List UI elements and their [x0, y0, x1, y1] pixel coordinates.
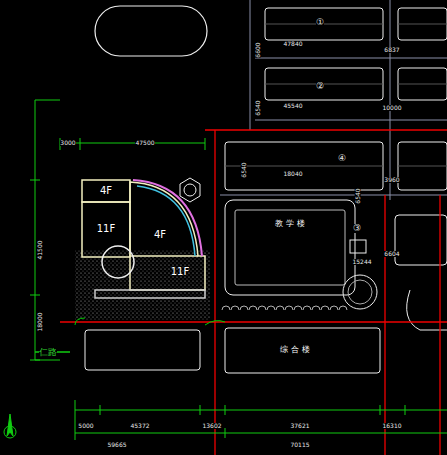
tree-symbol — [267, 306, 275, 310]
tree-symbol — [330, 306, 338, 310]
building-block: 综 合 楼 — [240, 340, 350, 360]
floor-label: 综 合 楼 — [280, 346, 309, 354]
dimension-text: 5000 — [78, 423, 93, 429]
tree-symbol — [321, 306, 329, 310]
tree-symbol — [222, 306, 230, 310]
building-block: 4F — [84, 182, 128, 200]
dimension-text: 70115 — [290, 442, 309, 448]
dimension-text: 18040 — [283, 171, 302, 177]
floor-label: 4F — [100, 186, 112, 196]
dimension-text: 13602 — [202, 423, 221, 429]
dimension-text: 3960 — [384, 177, 399, 183]
dimension-text: 6540 — [241, 162, 247, 177]
dimension-text: 45540 — [283, 103, 302, 109]
callout-number: ① — [316, 18, 324, 27]
dimension-text: 6600 — [255, 42, 261, 57]
callout-number: ④ — [338, 154, 346, 163]
building-block: 教 学 楼 — [240, 214, 340, 234]
dimension-text: 6837 — [384, 47, 399, 53]
dimension-text: 59665 — [107, 442, 126, 448]
dimension-text: 47500 — [135, 140, 154, 146]
callout-number: ② — [316, 82, 324, 91]
floor-label: 教 学 楼 — [275, 220, 304, 228]
tree-symbol — [339, 306, 347, 310]
floor-label: 4F — [154, 230, 166, 240]
floor-label: 11F — [97, 224, 115, 234]
callout-number: ③ — [353, 224, 361, 233]
dimension-text: 45372 — [130, 423, 149, 429]
tree-symbol — [285, 306, 293, 310]
tree-symbol — [294, 306, 302, 310]
tree-symbol — [312, 306, 320, 310]
dimension-text: 47840 — [283, 41, 302, 47]
dimension-text: 16310 — [382, 423, 401, 429]
tree-symbol — [276, 306, 284, 310]
tree-symbol — [231, 306, 239, 310]
road-name: 仁路 — [39, 348, 57, 357]
dimension-text: 6540 — [355, 188, 361, 203]
dimension-text: 15244 — [352, 259, 371, 265]
dimension-text: 37621 — [290, 423, 309, 429]
tree-symbol — [303, 306, 311, 310]
dimension-text: 3000 — [60, 140, 75, 146]
dimension-text: 10000 — [382, 105, 401, 111]
building-block: 4F — [135, 220, 185, 250]
building-block: 11F — [160, 258, 200, 286]
dimension-text: 6604 — [384, 251, 399, 257]
dimension-text: 41500 — [37, 240, 43, 259]
floor-label: 11F — [171, 267, 189, 277]
building-block: 11F — [84, 204, 128, 254]
tree-symbol — [249, 306, 257, 310]
tree-symbol — [258, 306, 266, 310]
dimension-text: 6540 — [255, 100, 261, 115]
dimension-text: 18000 — [37, 312, 43, 331]
tree-symbol — [240, 306, 248, 310]
